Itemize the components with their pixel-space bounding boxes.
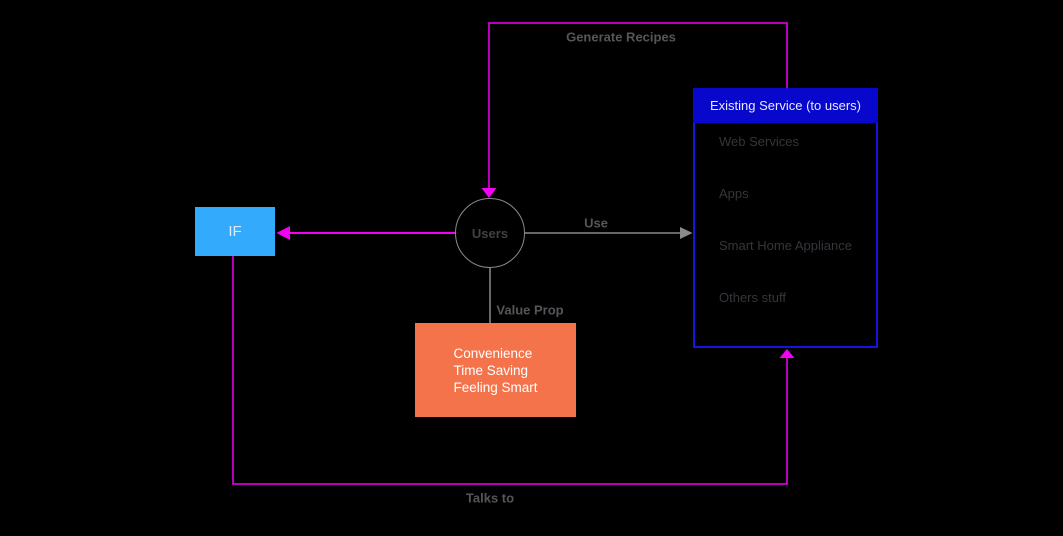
edge-label-generate-recipes: Generate Recipes (566, 29, 676, 45)
service-item-smart-home-appliance: Smart Home Appliance (719, 238, 852, 253)
node-existing-service: Existing Service (to users) Web Services… (693, 88, 878, 348)
if-label: IF (228, 223, 242, 240)
value-prop-line: Convenience (453, 345, 533, 361)
users-label: Users (471, 225, 509, 241)
service-item-others-stuff: Others stuff (719, 290, 786, 305)
node-users: Users (455, 198, 525, 268)
edge-talks-to (232, 256, 788, 485)
existing-service-title-text: Existing Service (to users) (710, 98, 861, 113)
service-item-apps: Apps (719, 186, 749, 201)
node-if: IF (195, 207, 275, 256)
arrowhead-left-icon (276, 226, 290, 240)
existing-service-title: Existing Service (to users) (693, 88, 878, 123)
service-item-web-services: Web Services (719, 134, 799, 149)
edge-generate-recipes (488, 22, 788, 189)
edge-label-talks-to: Talks to (465, 490, 515, 506)
value-prop-line: Feeling Smart (453, 379, 538, 395)
node-value-prop: Convenience Time Saving Feeling Smart (415, 323, 576, 417)
arrowhead-down-icon (481, 188, 497, 198)
arrowhead-right-icon (680, 227, 693, 239)
value-prop-line: Time Saving (453, 362, 528, 378)
edge-label-value-prop: Value Prop (496, 302, 564, 318)
arrowhead-up-icon (779, 349, 795, 358)
edge-label-use: Use (584, 215, 608, 231)
value-prop-text: Convenience Time Saving Feeling Smart (453, 345, 537, 396)
